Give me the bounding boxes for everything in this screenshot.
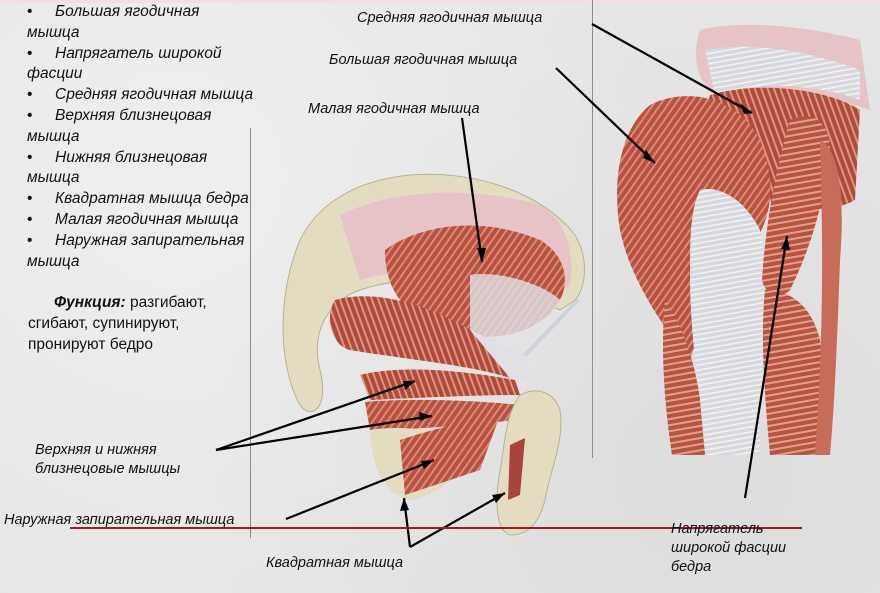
bullet-icon: •	[27, 148, 33, 166]
list-item: • Нижняя близнецовая мышца	[27, 148, 277, 190]
list-item: • Наружная запирательная мышца	[27, 231, 277, 273]
label-quadratus-femoris: Квадратная мышца	[266, 555, 404, 571]
accent-line	[70, 527, 802, 529]
function-text-1: разгибают,	[130, 294, 207, 311]
list-item: • Средняя ягодичная мышца	[27, 85, 277, 106]
bullet-icon: •	[27, 44, 33, 62]
thigh-illustration	[617, 24, 870, 456]
list-item: • Малая ягодичная мышца	[27, 210, 277, 231]
list-item-text: Наружная запирательная	[55, 231, 245, 249]
list-item-text-wrap: мышца	[27, 23, 80, 41]
list-item-text: Средняя ягодичная мышца	[55, 86, 254, 104]
pelvis-illustration	[282, 173, 585, 536]
top-accent-strip	[0, 0, 880, 3]
list-item-text-wrap: мышца	[27, 252, 80, 270]
list-item-text: Квадратная мышца бедра	[55, 190, 249, 208]
bullet-icon: •	[27, 210, 33, 228]
list-item-text-wrap: мышца	[27, 169, 80, 187]
list-item-text: Большая ягодичная	[55, 3, 200, 20]
function-text-2: сгибают, супинируют,	[28, 315, 180, 332]
label-gluteus-medius: Средняя ягодичная мышца	[357, 10, 543, 26]
list-item: • Верхняя близнецовая мышца	[27, 106, 277, 148]
label-gemelli: Верхняя и нижняя близнецовые мышцы	[35, 441, 180, 479]
function-text-3: пронируют бедро	[28, 336, 154, 353]
list-item-text-wrap: фасции	[27, 65, 83, 83]
list-item-text: Малая ягодичная мышца	[55, 210, 239, 228]
label-obturator-externus: Наружная запирательная мышца	[4, 512, 235, 528]
bullet-icon: •	[27, 86, 33, 104]
label-tfl-line2: широкой фасции	[671, 540, 787, 556]
bullet-icon: •	[27, 3, 33, 20]
list-item-text-wrap: мышца	[27, 127, 80, 145]
divider-left	[250, 128, 251, 538]
label-tfl-line1: Напрягатель	[671, 521, 764, 537]
label-tensor-fasciae-latae: Напрягатель широкой фасции бедра	[671, 520, 786, 577]
list-item-text: Верхняя близнецовая	[55, 106, 212, 124]
label-tfl-line3: бедра	[671, 559, 712, 575]
label-gemelli-line1: Верхняя и нижняя	[35, 442, 157, 458]
list-item: • Напрягатель широкой фасции	[27, 44, 277, 86]
label-gluteus-maximus: Большая ягодичная мышца	[329, 52, 518, 68]
list-item-text: Напрягатель широкой	[55, 44, 222, 62]
divider-right	[592, 0, 593, 458]
label-gemelli-line2: близнецовые мышцы	[35, 461, 181, 477]
bullet-icon: •	[27, 106, 33, 124]
list-item: • Большая ягодичная мышца	[27, 2, 277, 44]
bullet-icon: •	[27, 231, 33, 249]
bullet-icon: •	[27, 190, 33, 208]
pointer-arrowheads	[400, 103, 790, 511]
list-item-text: Нижняя близнецовая	[55, 148, 208, 166]
function-description: Функция: разгибают, сгибают, супинируют,…	[28, 292, 268, 355]
muscle-list: • Большая ягодичная мышца • Напрягатель шир…	[27, 2, 277, 272]
label-gluteus-minimus: Малая ягодичная мышца	[308, 101, 480, 117]
function-label: Функция:	[54, 294, 126, 311]
list-item: • Квадратная мышца бедра	[27, 189, 277, 210]
